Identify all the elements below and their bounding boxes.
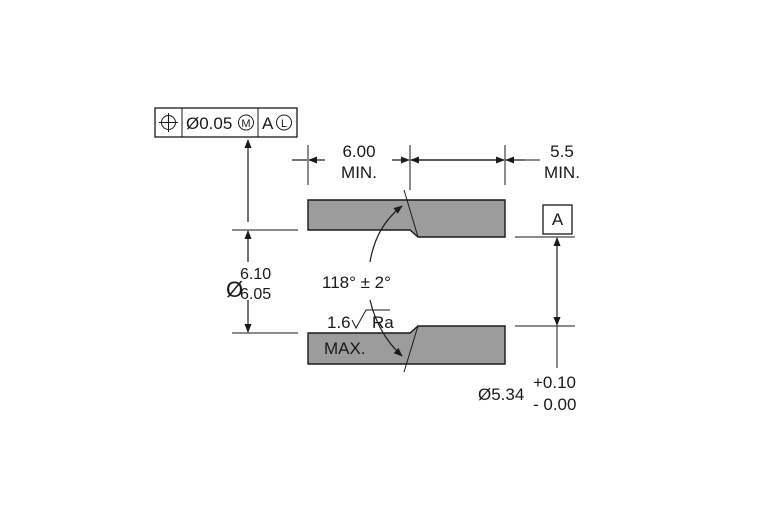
surface-finish-qualifier: MAX. [324, 339, 366, 358]
left-length-qualifier: MIN. [341, 163, 377, 182]
surface-finish-value: 1.6 [327, 313, 351, 332]
right-length-qualifier: MIN. [544, 163, 580, 182]
angle-arc-lower [369, 299, 403, 357]
mmc-modifier-icon: M [238, 114, 254, 131]
lmc-modifier-icon: L [276, 114, 292, 131]
feature-control-frame: Ø0.05 M A L [154, 107, 298, 138]
surface-finish-icon [351, 309, 390, 330]
fcf-datum: A [262, 114, 274, 133]
svg-text:M: M [241, 118, 250, 130]
position-icon [159, 113, 178, 132]
od-lower-limit: 6.05 [240, 286, 271, 303]
surface-finish-unit: Ra [372, 313, 394, 332]
part-top-wall [307, 199, 506, 238]
left-length-value: 6.00 [342, 142, 375, 161]
angle-ext-lower [403, 325, 419, 373]
bore-upper-tol: +0.10 [533, 373, 576, 392]
od-upper-limit: 6.10 [240, 266, 271, 283]
part-bottom-wall [307, 325, 506, 365]
right-length-value: 5.5 [550, 142, 574, 161]
svg-text:A: A [552, 210, 564, 229]
bore-diameter-label: Ø5.34 [478, 385, 524, 404]
angle-arc-upper [369, 205, 403, 263]
chamfer-angle: 118° ± 2° [322, 273, 391, 292]
bore-lower-tol: - 0.00 [533, 395, 576, 414]
fcf-tolerance: Ø0.05 [186, 114, 232, 133]
od-diameter-symbol: Ø [226, 277, 243, 302]
svg-text:L: L [281, 118, 287, 130]
angle-ext-upper [403, 189, 419, 238]
datum-feature-box: A [542, 204, 573, 235]
